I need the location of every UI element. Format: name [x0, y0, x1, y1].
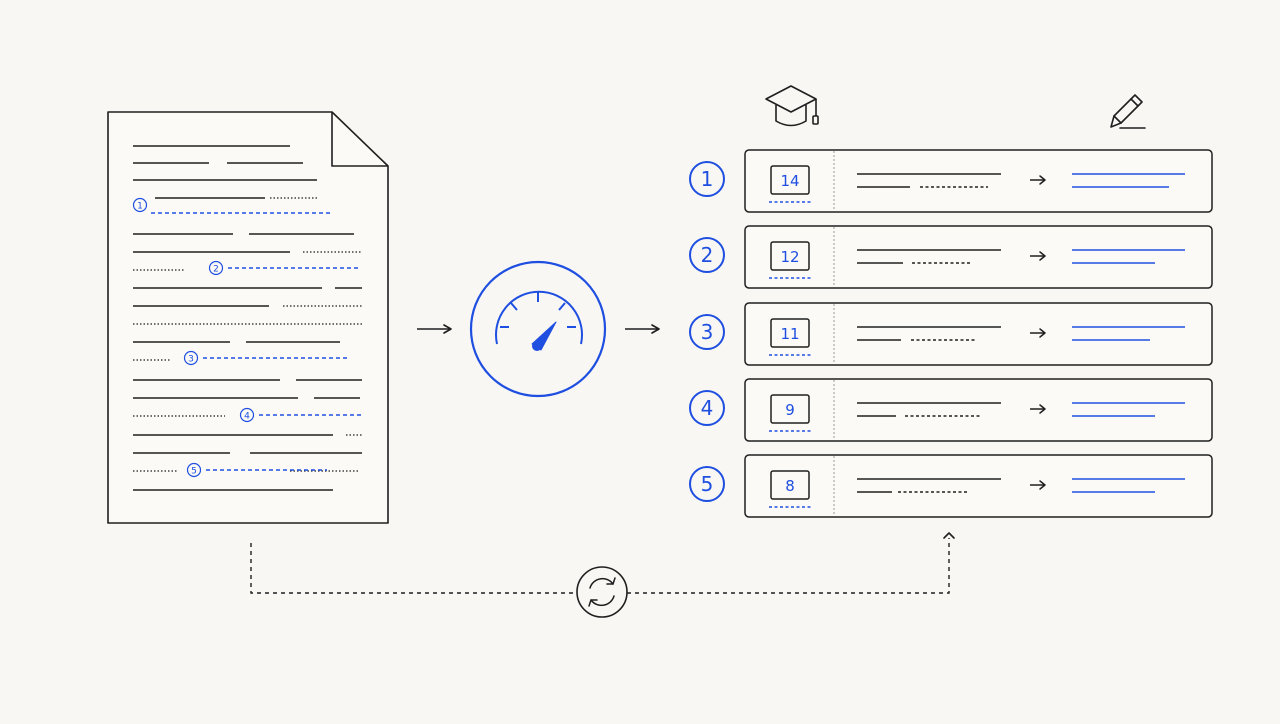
rank-badge — [689, 314, 725, 350]
ranked-row-card — [744, 302, 1213, 366]
source-document: 1 2 3 4 5 — [107, 111, 389, 524]
document-marker-circle — [239, 407, 255, 423]
score-box — [770, 394, 810, 424]
rank-number: 4 — [701, 396, 714, 420]
row-arrow-head — [1039, 328, 1046, 338]
rank-number: 2 — [701, 243, 714, 267]
rank-number: 1 — [701, 167, 714, 191]
row-arrow-head — [1039, 480, 1046, 490]
document-text-lines — [133, 145, 363, 491]
score-value: 11 — [780, 325, 799, 343]
speedometer-icon — [469, 260, 607, 398]
document-marker-label: 3 — [188, 354, 194, 364]
document-marker-circle — [132, 197, 148, 213]
document-marker-circle — [186, 462, 202, 478]
document-marker-label: 1 — [137, 201, 143, 211]
document-fold — [331, 112, 388, 167]
document-marker-circle — [208, 260, 224, 276]
ranked-row: 1 14 — [689, 149, 1213, 213]
ranked-row-card — [744, 378, 1213, 442]
document-marker-label: 4 — [244, 411, 250, 421]
feedback-arrow-head — [943, 532, 955, 539]
document-marker-label: 2 — [213, 264, 219, 274]
rank-badge — [689, 390, 725, 426]
ranked-row-card — [744, 225, 1213, 289]
feedback-loop-path — [250, 538, 950, 594]
score-value: 12 — [780, 248, 799, 266]
score-box — [770, 470, 810, 500]
rank-number: 3 — [701, 320, 714, 344]
document-markers: 1 2 3 4 5 — [132, 197, 363, 478]
graduation-cap-icon — [765, 85, 819, 127]
ranked-row: 2 12 — [689, 225, 1213, 289]
score-box — [770, 318, 810, 348]
row-arrow-head — [1039, 251, 1046, 261]
rank-number: 5 — [701, 472, 714, 496]
score-box — [770, 165, 810, 195]
rank-badge — [689, 466, 725, 502]
refresh-cycle-icon — [576, 566, 628, 618]
score-value: 8 — [785, 477, 795, 495]
ranked-row-card — [744, 149, 1213, 213]
ranked-row: 3 11 — [689, 302, 1213, 366]
row-arrow-head — [1039, 404, 1046, 414]
document-marker-label: 5 — [191, 466, 197, 476]
score-value: 9 — [785, 401, 795, 419]
rank-badge — [689, 161, 725, 197]
feedback-loop — [250, 532, 955, 618]
document-marker-circle — [183, 350, 199, 366]
document-icon — [107, 111, 389, 524]
ranked-row-card — [744, 454, 1213, 518]
score-value: 14 — [780, 172, 799, 190]
rank-badge — [689, 237, 725, 273]
row-arrow-head — [1039, 175, 1046, 185]
pencil-icon — [1110, 94, 1146, 129]
score-box — [770, 241, 810, 271]
